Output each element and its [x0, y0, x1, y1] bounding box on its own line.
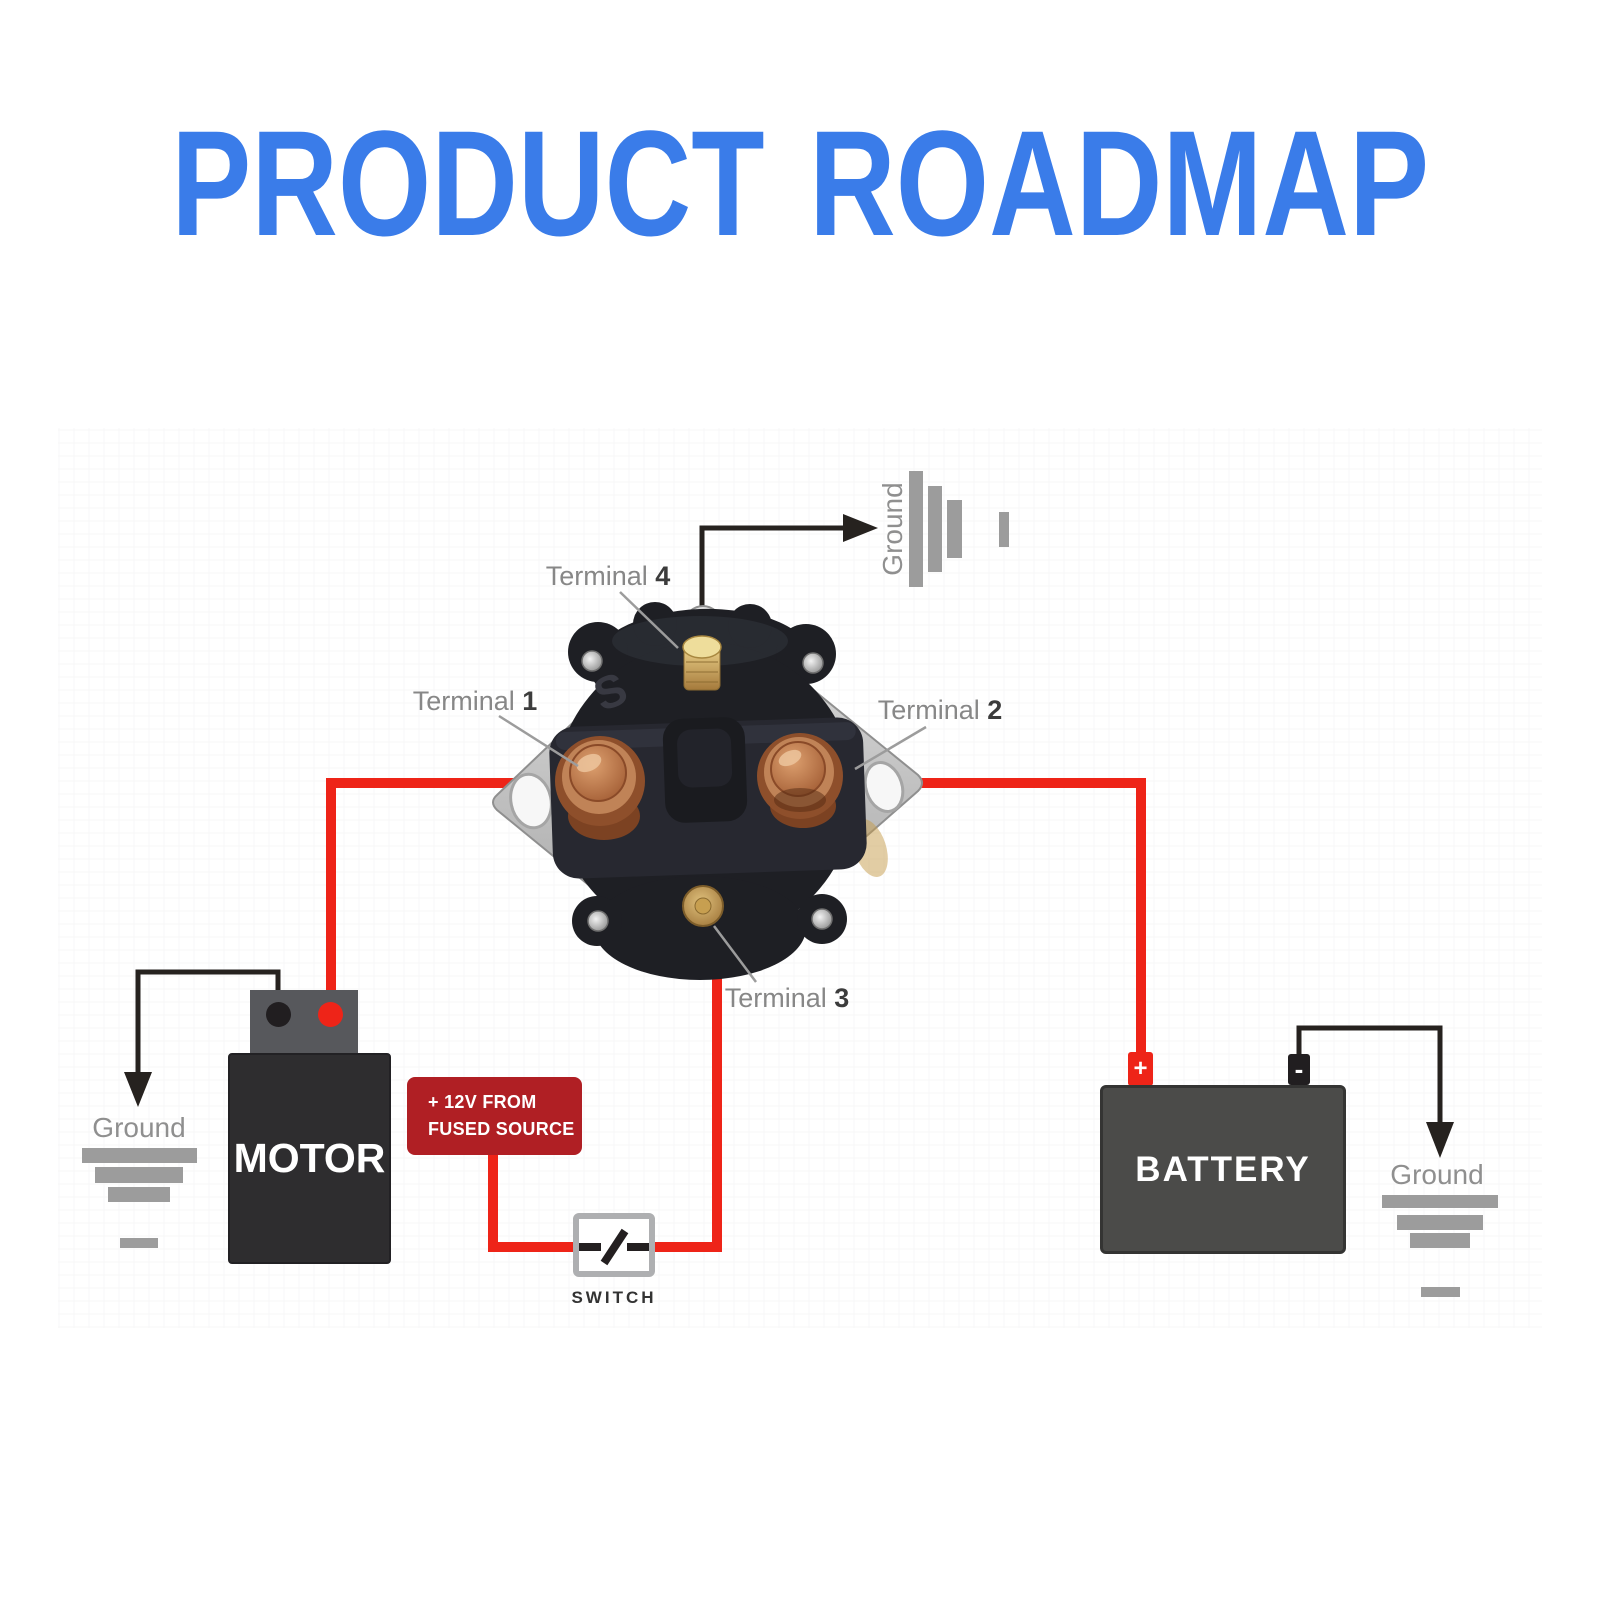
terminal1-label: Terminal 1 — [412, 686, 538, 716]
battery-minus-terminal: - — [1288, 1054, 1310, 1085]
leader-terminal1 — [498, 714, 579, 768]
ground-label-left: Ground — [92, 1112, 186, 1143]
page-title: PRODUCT ROADMAP — [171, 99, 1429, 267]
wire-switch-to-terminal3 — [650, 912, 722, 1252]
ground-symbol-right — [1382, 1195, 1498, 1208]
switch-contact-icon — [579, 1228, 649, 1266]
motor-neg-terminal — [266, 1002, 291, 1027]
terminal3-label: Terminal 3 — [724, 983, 850, 1013]
terminal3-stud — [682, 885, 724, 927]
leader-terminal3 — [713, 925, 757, 983]
switch-label: SWITCH — [571, 1288, 657, 1307]
arrow-down-icon — [1426, 1122, 1454, 1158]
battery-block: BATTERY — [1100, 1085, 1346, 1254]
terminal2-label: Terminal 2 — [877, 695, 1003, 725]
terminal4-stud — [682, 635, 722, 691]
wire-terminal2-to-battery — [830, 778, 1146, 1060]
battery-label: BATTERY — [1135, 1149, 1311, 1189]
arrow-right-icon — [843, 514, 878, 542]
page-title-wrap: PRODUCT ROADMAP — [0, 108, 1600, 258]
fused-source-line1: + 12V FROM — [428, 1092, 537, 1112]
motor-label: MOTOR — [233, 1135, 386, 1181]
ground-label-right: Ground — [1390, 1159, 1484, 1190]
bracket-hole-right — [863, 761, 905, 813]
motor-pos-terminal — [318, 1002, 343, 1027]
corner-screws — [581, 650, 833, 932]
terminal4-label: Terminal 4 — [545, 561, 671, 591]
battery-plus-terminal: + — [1128, 1052, 1153, 1086]
switch-symbol — [573, 1213, 655, 1277]
solenoid-illustration: S — [492, 602, 923, 980]
ground-symbol-left — [82, 1148, 197, 1163]
motor-block: MOTOR — [228, 1053, 391, 1264]
leader-terminal2 — [854, 725, 927, 771]
ground-label-top: Ground — [877, 482, 908, 576]
arrow-down-icon — [124, 1072, 152, 1107]
bracket-hole-left — [509, 772, 553, 830]
terminal2-stud — [757, 733, 843, 828]
motor-terminal-block — [250, 990, 358, 1053]
fused-source-box: + 12V FROM FUSED SOURCE — [407, 1077, 582, 1155]
fused-source-line2: FUSED SOURCE — [428, 1119, 575, 1139]
terminal1-stud — [555, 736, 645, 840]
ground-symbol-top — [909, 471, 923, 587]
leader-terminal4 — [619, 591, 679, 649]
wire-fused-source-to-switch — [488, 1150, 578, 1252]
notch-inner — [677, 728, 733, 788]
wire-battery-to-ground — [1296, 1025, 1443, 1123]
